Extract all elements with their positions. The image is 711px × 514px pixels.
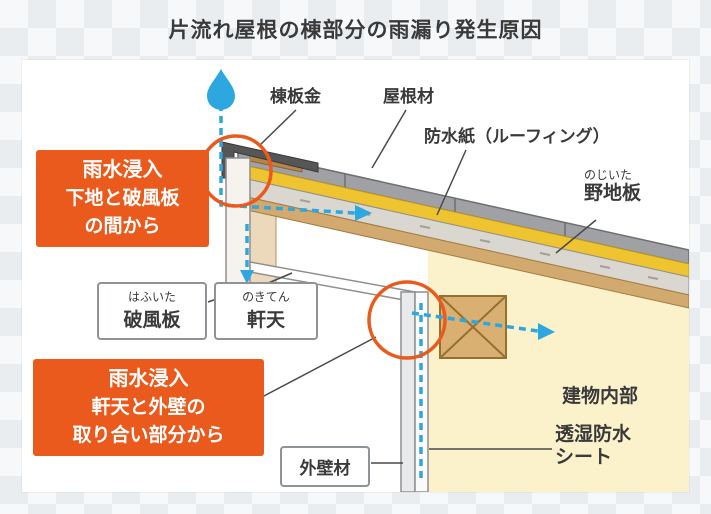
blocking-x-brace	[439, 295, 507, 359]
label-bargeboard-ruby: はふいた	[127, 290, 176, 304]
label-roofing-material: 屋根材	[383, 87, 434, 106]
callout-ridge-line2: 下地と破風板	[65, 188, 180, 209]
label-box-exterior-wall: 外壁材	[280, 446, 370, 487]
label-breathable-sheet-line1: 透湿防水	[555, 424, 632, 445]
callout-ridge-line1: 雨水浸入	[82, 159, 163, 181]
water-path-interior	[411, 311, 539, 333]
label-building-interior: 建物内部	[562, 386, 639, 407]
exterior-wall	[400, 291, 429, 492]
page-title: 片流れ屋根の棟部分の雨漏り発生原因	[168, 19, 543, 42]
callout-soffit-line3: 取り合い部分から	[72, 425, 225, 446]
water-path-ridge	[219, 104, 356, 215]
label-breathable-sheet: 透湿防水 シート	[555, 423, 631, 469]
label-exterior-wall: 外壁材	[299, 459, 351, 478]
label-soffit-ruby: のきてん	[242, 290, 290, 304]
callout-soffit-leak: 雨水浸入 軒天と外壁の 取り合い部分から	[33, 359, 264, 456]
water-drop-icon	[207, 69, 235, 110]
label-ridge-flashing: 棟板金	[270, 87, 321, 106]
label-soffit-main: 軒天	[246, 310, 285, 331]
callout-ridge-leak: 雨水浸入 下地と破風板 の間から	[36, 150, 209, 247]
label-box-bargeboard: はふいた 破風板	[97, 282, 207, 340]
label-sheathing-ruby: のじいた	[584, 168, 633, 182]
label-waterproof-sheet: 防水紙（ルーフィング）	[424, 127, 610, 146]
water-path-arrowheads	[240, 205, 555, 340]
label-sheathing: のじいた 野地板	[584, 168, 642, 205]
callout-soffit-line1: 雨水浸入	[108, 368, 189, 390]
label-box-soffit: のきてん 軒天	[214, 282, 318, 340]
label-breathable-sheet-line2: シート	[555, 447, 613, 468]
callout-soffit-line2: 軒天と外壁の	[91, 397, 206, 418]
roofing-joints	[344, 173, 566, 237]
label-sheathing-main: 野地板	[584, 182, 642, 204]
water-path-arrows	[219, 104, 539, 481]
callout-ridge-line3: の間から	[84, 216, 161, 237]
leak-circle-soffit	[367, 280, 447, 360]
label-bargeboard-main: 破風板	[123, 310, 181, 331]
leader-lines	[207, 109, 597, 464]
